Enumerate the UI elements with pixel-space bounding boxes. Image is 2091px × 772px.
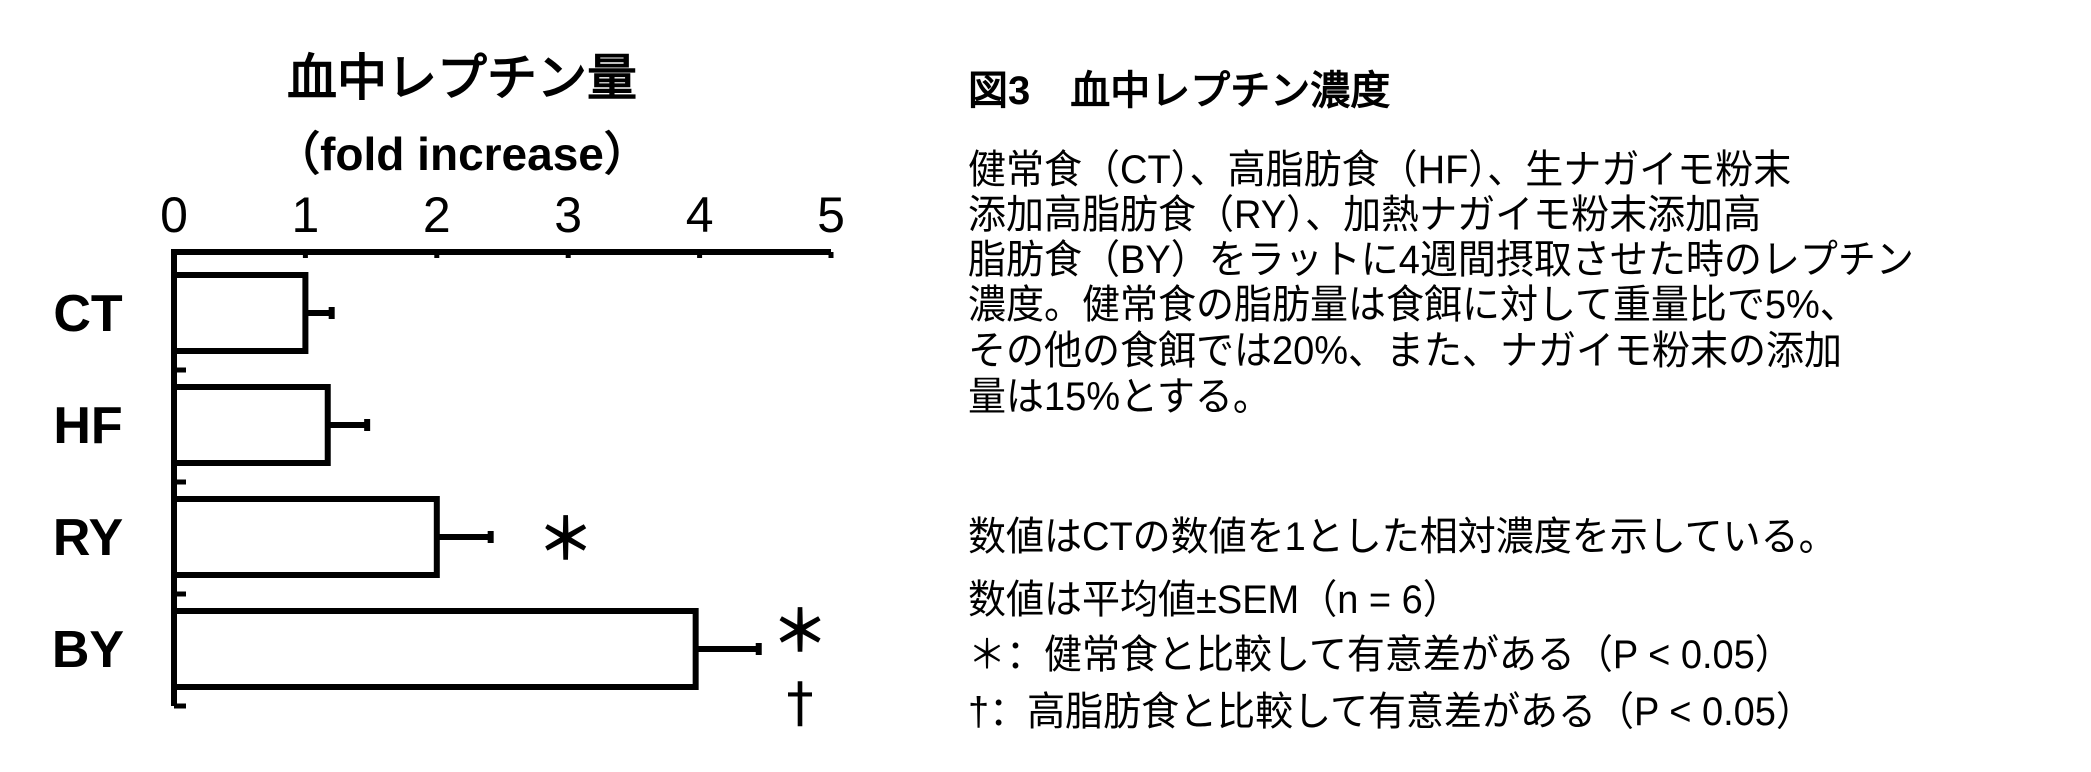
category-label: BY [52,621,124,679]
x-tick-label: 5 [817,187,845,243]
bar-by [171,608,699,690]
caption-line: その他の食餌では20%、また、ナガイモ粉末の添加 [968,329,1843,373]
caption-line: 脂肪食（BY）をラットに4週間摂取させた時のレプチン [968,238,1914,282]
note-line: 数値はCTの数値を1とした相対濃度を示している。 [968,515,1837,559]
x-tick-label: 0 [160,187,188,243]
caption-line: 添加高脂肪食（RY）、加熱ナガイモ粉末添加高 [968,193,1762,237]
x-tick-label: 1 [291,187,319,243]
significance-note-dagger: †：高脂肪食と比較して有意差がある（P < 0.05） [968,690,1814,734]
chart-title: 血中レプチン量 [287,50,637,106]
chart-subtitle: （fold increase） [274,128,650,180]
x-tick-label: 2 [423,187,451,243]
bar-ct [171,272,309,354]
significance-star: ＊ [538,508,594,573]
significance-star: ＊ [772,600,828,665]
bar-ry [171,496,440,578]
significance-note-star: ＊：健常食と比較して有意差がある（P < 0.05） [968,633,1793,677]
note-line: 数値は平均値±SEM（n = 6） [968,578,1461,622]
category-label: RY [53,509,123,567]
caption-line: 濃度。健常食の脂肪量は食餌に対して重量比で5%、 [968,283,1858,327]
x-tick-label: 3 [554,187,582,243]
bar-hf [171,384,331,466]
x-tick-label: 4 [686,187,714,243]
significance-dagger: † [787,671,814,734]
caption-line: 健常食（CT）、高脂肪食（HF）、生ナガイモ粉末 [968,148,1792,192]
category-label: HF [53,397,122,455]
figure-title: 図3 血中レプチン濃度 [968,69,1391,113]
category-label: CT [53,285,123,343]
caption-line: 量は15%とする。 [968,375,1271,419]
